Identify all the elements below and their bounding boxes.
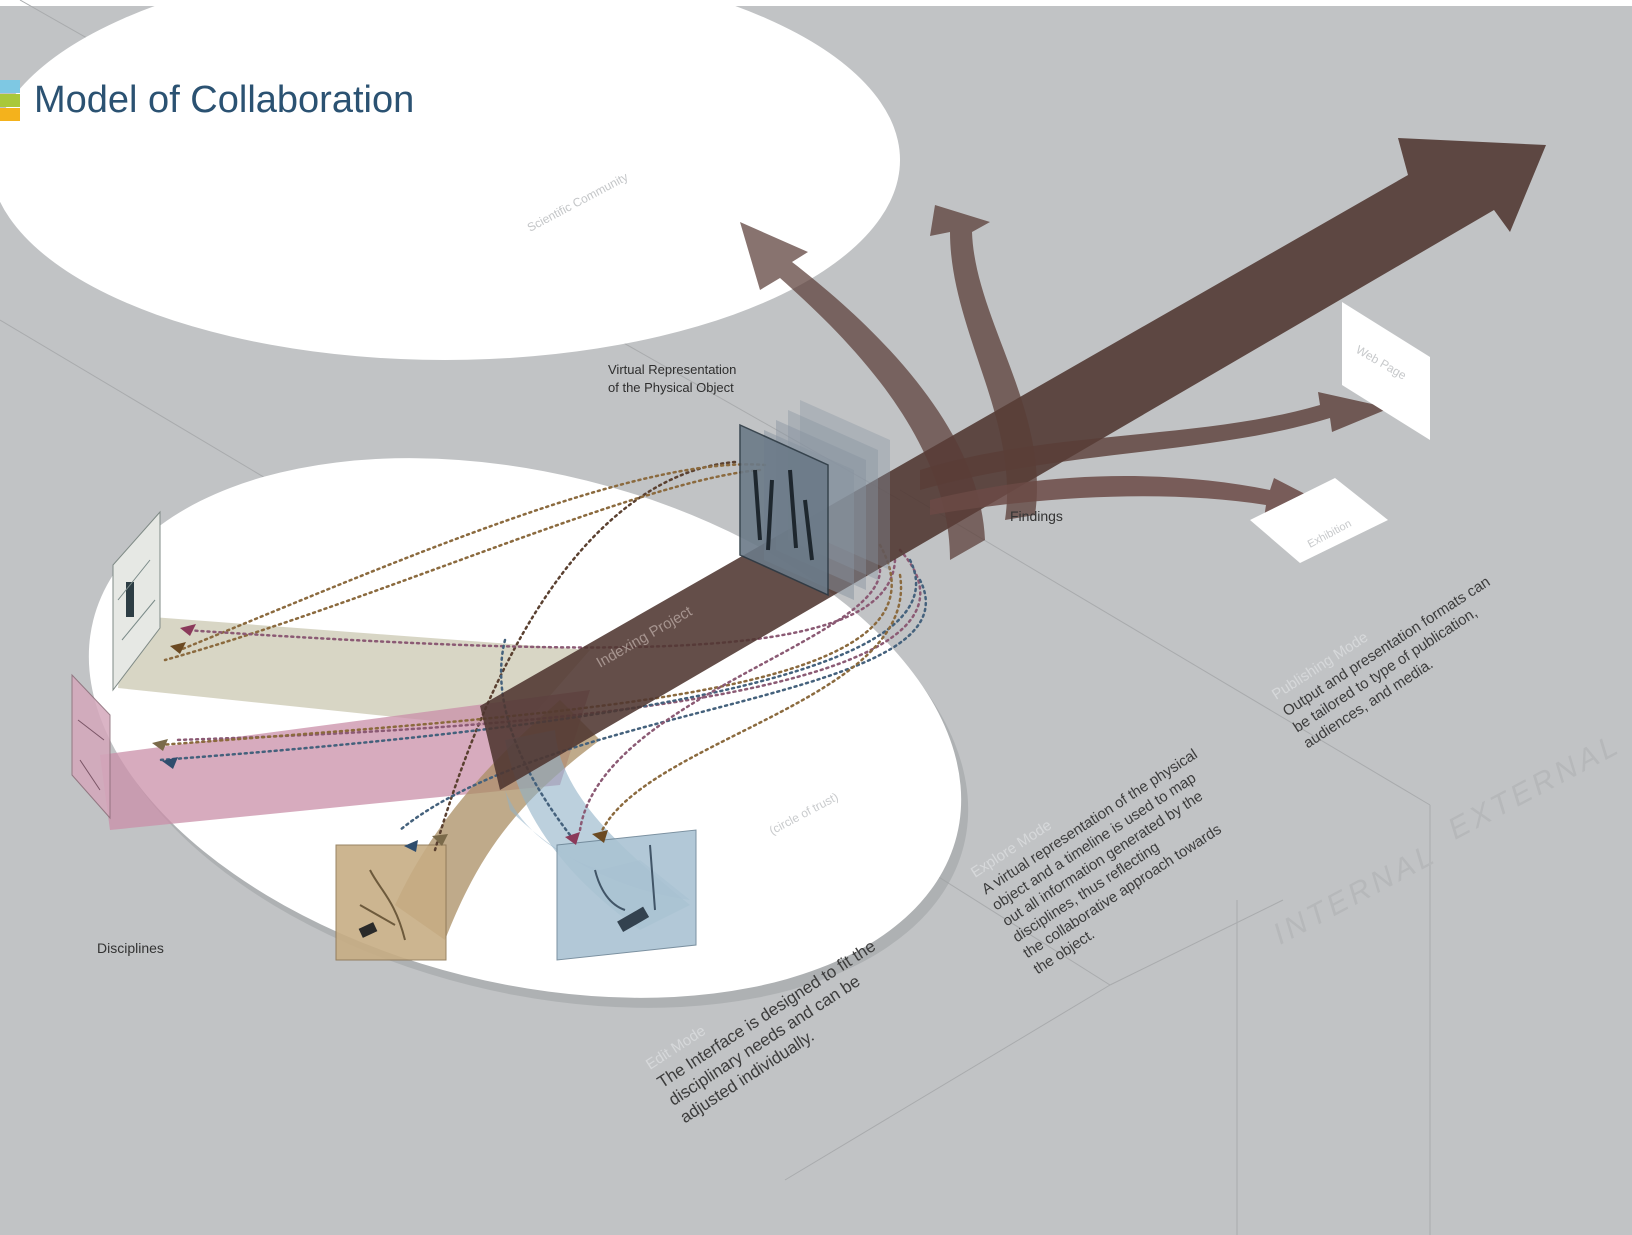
top-strip (0, 0, 1632, 6)
virtual-representation-label-line2: of the Physical Object (608, 380, 734, 395)
page-title: Model of Collaboration (34, 79, 414, 121)
branch-arrow-web-page (920, 392, 1390, 490)
scientific-community-ellipse (0, 0, 900, 360)
virtual-representation-label-line1: Virtual Representation (608, 362, 736, 377)
logo-icon (0, 80, 20, 121)
discipline-panel-4 (556, 829, 697, 961)
disciplines-label: Disciplines (97, 940, 164, 956)
virtual-representation-stack (739, 400, 890, 600)
discipline-panel-3 (335, 844, 447, 961)
branch-arrow-exhibition (930, 476, 1340, 518)
branch-arrow-middle (930, 205, 1037, 520)
connection-arrowheads (152, 624, 608, 852)
branch-arrow-left (740, 222, 985, 560)
discipline-panel-1 (112, 510, 161, 692)
discipline-band-beige (118, 615, 590, 730)
exhibition-card (1250, 478, 1388, 563)
web-page-card (1342, 302, 1430, 440)
discipline-panel-2 (71, 673, 111, 820)
findings-label: Findings (1010, 508, 1063, 524)
